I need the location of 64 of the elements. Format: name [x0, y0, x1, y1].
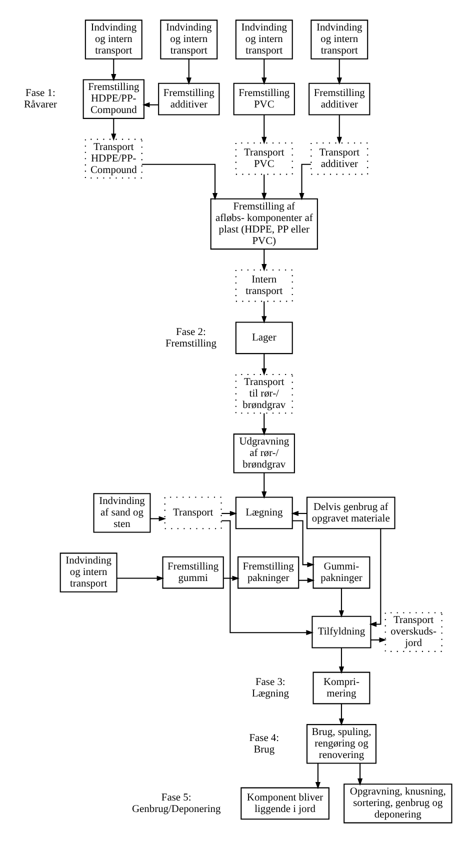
label: Fase 3: Lægning — [252, 676, 289, 700]
node-box: Lager — [235, 322, 293, 354]
node-box: Fremstilling af afløbs- komponenter af plast (HDPE, PP eller PVC) — [210, 198, 318, 250]
arrow — [369, 528, 382, 627]
node-box: Kompri- mering — [312, 672, 370, 704]
arrow — [338, 648, 344, 674]
arrow — [315, 763, 321, 790]
node-box: Indvinding og intern transport — [60, 552, 118, 592]
node-box: Gummi- pakninger — [312, 556, 370, 589]
arrow — [222, 520, 314, 636]
node-box: Fremstilling PVC — [233, 82, 295, 116]
node-box: Fremstilling additiver — [308, 82, 370, 116]
arrow — [262, 301, 267, 324]
node-box: Fremstilling HDPE/PP-Compound — [82, 79, 144, 119]
arrow — [142, 164, 218, 200]
node-box: Transport PVC — [235, 142, 293, 175]
node-box: Indvinding og intern transport — [160, 20, 218, 60]
node-box: Udgravning af rør-/ brøndgrav — [233, 434, 295, 474]
node-box: Indvinding og intern transport — [84, 20, 142, 60]
arrow — [336, 115, 342, 144]
label: Fase 4: Brug — [249, 732, 280, 756]
node-box: Fremstilling gummi — [162, 556, 224, 589]
node-box: Fremstilling additiver — [158, 82, 220, 116]
label: Fase 5: Genbrug/Deponering — [132, 792, 221, 815]
node-box: Transport — [164, 496, 222, 530]
arrow — [262, 472, 267, 499]
arrow — [116, 576, 164, 581]
arrow — [262, 249, 267, 272]
arrow — [262, 59, 267, 85]
arrow — [338, 588, 344, 618]
node-box: Tilfyldning — [312, 616, 372, 648]
node-box: Transport overskuds- jord — [384, 612, 442, 652]
node-box: Indvinding og intern transport — [310, 20, 368, 60]
arrow — [262, 174, 267, 200]
node-box: Transport additiver — [310, 142, 368, 175]
arrow — [262, 115, 267, 144]
node-box: Transport til rør-/ brøndgrav — [235, 374, 293, 414]
node-box: Intern transport — [235, 269, 293, 302]
arrow — [299, 164, 311, 200]
label: Fase 2: Fremstilling — [165, 326, 216, 350]
arrow — [224, 576, 240, 581]
node-box: Transport HDPE/PP-Compound — [84, 138, 142, 179]
node-box: Opgravning, knusning, sortering, genbrug og deponering — [344, 784, 452, 824]
node-box: Brug, spuling, rengøring og renovering — [306, 724, 376, 764]
arrow — [150, 516, 166, 522]
node-box: Fremstilling pakninger — [237, 556, 300, 589]
node-box: Delvis genbrug af opgravet materiale — [306, 496, 396, 530]
label: Fase 1: Råvarer — [24, 88, 57, 110]
arrow — [222, 510, 238, 516]
arrow — [142, 102, 158, 108]
arrow — [357, 763, 363, 786]
arrow — [338, 704, 344, 726]
node-box: Indvinding og intern transport — [235, 20, 293, 60]
arrow — [186, 59, 192, 85]
node-box: Indvinding af sand og sten — [93, 493, 151, 533]
arrow — [262, 354, 267, 376]
arrow — [111, 59, 116, 82]
arrow — [336, 59, 342, 85]
arrow — [111, 118, 116, 141]
arrow — [262, 413, 267, 436]
arrow — [292, 520, 315, 568]
arrow — [298, 578, 315, 583]
node-box: Komponent bliver liggende i jord — [240, 787, 330, 820]
node-box: Lægning — [235, 496, 293, 530]
